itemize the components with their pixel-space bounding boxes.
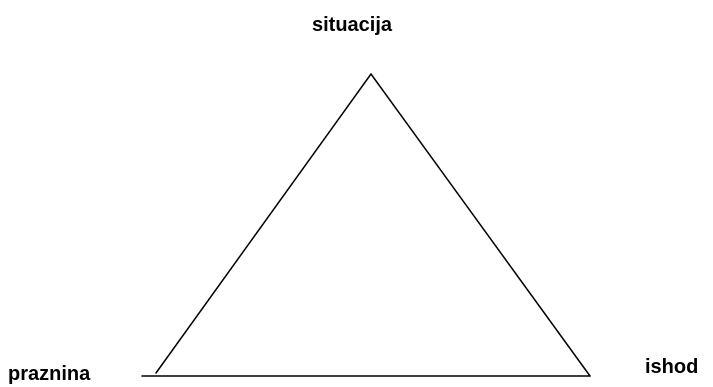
triangle-edge-right <box>370 73 591 377</box>
vertex-label-bottom-left: praznina <box>8 363 91 385</box>
triangle-edge-left <box>155 73 372 374</box>
vertex-label-top: situacija <box>312 14 393 36</box>
vertex-label-bottom-right: ishod <box>645 356 699 378</box>
